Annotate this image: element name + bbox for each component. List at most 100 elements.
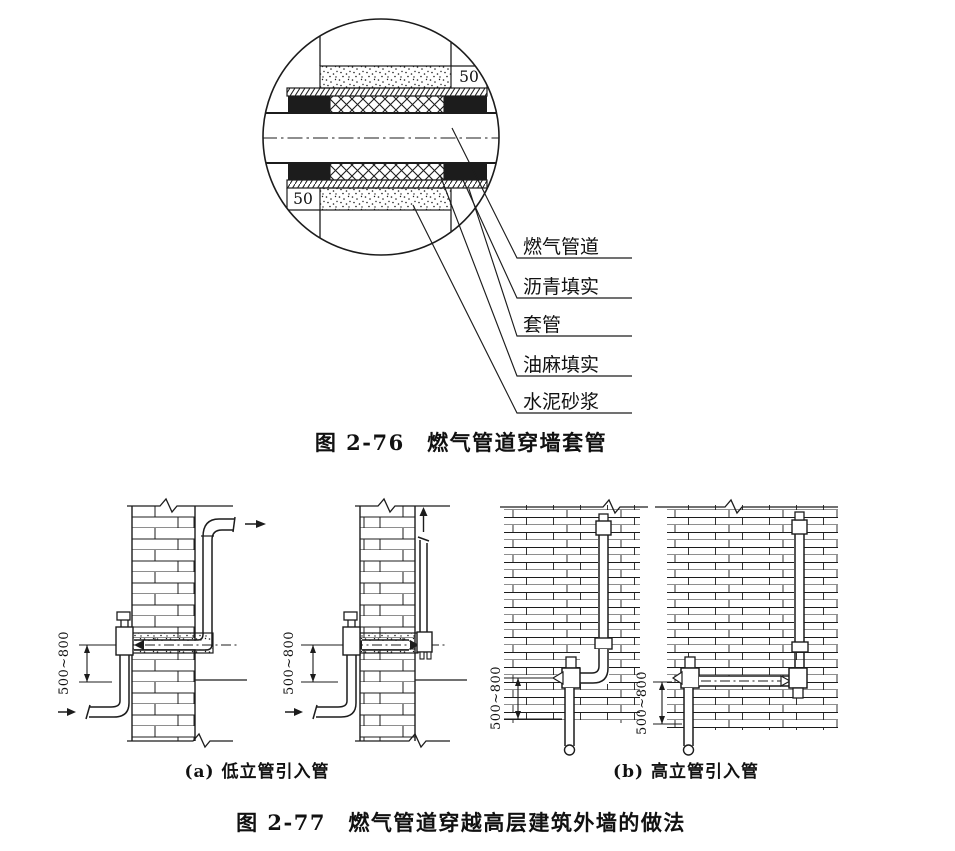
outdoor-pipe-outer — [89, 655, 130, 718]
tee-top-plug-left — [684, 656, 696, 669]
riser-top-fitting — [791, 519, 808, 535]
dim-50-bottom-lines — [286, 188, 320, 211]
detail-circle-content — [263, 19, 499, 255]
outdoor-pipe-outer — [316, 655, 357, 718]
sleeve-band-bottom — [286, 179, 488, 189]
tee-top-plug — [565, 656, 577, 669]
drop-pipe-mask — [684, 688, 693, 746]
inlet-cap — [85, 704, 91, 720]
dim-500-800-b1: 500~800 — [489, 666, 504, 730]
label-sleeve: 套管 — [523, 314, 561, 336]
figure-77-caption: 图 2-77 燃气管道穿越高层建筑外墙的做法 — [236, 810, 686, 835]
tee-body — [561, 667, 581, 689]
dim-arrow-up — [84, 645, 90, 653]
outlet-cap — [232, 516, 236, 533]
fig77-b2: 500~800 — [635, 498, 838, 756]
wall-section — [132, 506, 195, 741]
leader-lines — [412, 127, 632, 414]
standpipe-mask — [419, 540, 428, 632]
leader-asphalt — [462, 179, 632, 299]
dim-arrow-up — [310, 645, 316, 653]
dim-500-800-b2: 500~800 — [635, 671, 650, 735]
dim-500-800-a1: 500~800 — [57, 631, 72, 695]
flange-bolt-right — [426, 651, 432, 660]
cement-mortar-band-top — [319, 65, 452, 89]
riser-mask — [598, 535, 608, 639]
wall-edges — [131, 506, 196, 741]
fig77-b1: 500~800 — [489, 498, 648, 756]
asphalt-fill-top-right — [444, 96, 487, 113]
wall-break-bottom — [355, 732, 450, 749]
flange-bolt-left — [419, 651, 425, 660]
fig77-a2: 500~800 — [282, 497, 467, 749]
leader-gas-pipeline — [451, 127, 632, 259]
riser-lines — [598, 535, 609, 638]
drop-pipe-lines — [564, 688, 575, 746]
inlet-cap — [312, 704, 318, 720]
flow-arrow-out-head — [256, 520, 266, 528]
drop-pipe-mask — [565, 688, 574, 746]
dim-500-800-a2: 500~800 — [282, 631, 297, 695]
asphalt-fill-top-left — [288, 96, 330, 113]
flow-arrow-in-head — [67, 708, 76, 716]
outdoor-pipe-inner — [89, 655, 121, 708]
figure-76: 50 50 燃气管道 沥青填实 套管 油麻填实 水泥砂浆 图 2-76 燃气管道… — [262, 18, 632, 455]
flow-arrow-in-head — [294, 708, 303, 716]
label-cement-mortar: 水泥砂浆 — [523, 391, 599, 413]
standpipe-base-fitting — [416, 631, 433, 653]
wall-break-bottom — [127, 732, 233, 749]
elbow-mask — [580, 649, 609, 684]
weld-arrow-right-tee — [780, 674, 792, 688]
leader-oakum — [439, 174, 632, 377]
drop-pipe-end-cap — [682, 744, 695, 756]
outdoor-pipe-inner — [316, 655, 348, 708]
wall-elevation — [667, 505, 838, 730]
indoor-pipe-inner — [134, 529, 233, 651]
wall-break-top — [355, 497, 450, 514]
elbow-outer — [579, 649, 609, 684]
fitting-neck — [120, 620, 129, 627]
standpipe-lines — [419, 540, 428, 632]
tee-branch-arrow — [551, 670, 564, 686]
label-oakum-fill: 油麻填实 — [523, 354, 599, 376]
tee-body-right — [788, 667, 808, 689]
drop-pipe-lines — [683, 688, 694, 746]
dim-arrow-down — [310, 674, 316, 682]
standpipe-open-cap — [417, 536, 430, 542]
dim-arrow-down — [84, 674, 90, 682]
tee-body-left — [680, 667, 700, 689]
horizontal-pipe-lines — [699, 675, 789, 687]
figure-76-caption: 图 2-76 燃气管道穿墙套管 — [315, 430, 607, 455]
detail-circle — [262, 18, 500, 256]
sleeve-band-top — [286, 87, 488, 97]
dim-arrow-down — [659, 716, 665, 724]
figure-77: 500~800 — [57, 497, 838, 835]
fitting-body — [115, 626, 134, 656]
riser-mask — [794, 534, 804, 642]
label-asphalt-fill: 沥青填实 — [523, 276, 599, 298]
wall-edges — [359, 506, 416, 741]
fig77-a1: 500~800 — [57, 497, 266, 749]
label-gas-pipeline: 燃气管道 — [523, 236, 599, 258]
riser-coupling — [791, 641, 809, 653]
riser-top-cap — [794, 511, 805, 521]
riser-lines — [794, 534, 805, 668]
caption-sub-b: (b) 高立管引入管 — [613, 761, 759, 782]
dim-50-top-right: 50 — [459, 68, 479, 86]
riser-coupling — [594, 637, 613, 650]
weld-arrow-left — [134, 640, 144, 650]
oakum-fill-bottom — [329, 162, 445, 181]
dim-arrow-down — [515, 711, 521, 719]
wall-break-top — [127, 497, 233, 514]
dimension-lines — [301, 644, 343, 683]
gas-pipe-outline — [263, 112, 499, 164]
leader-cement-mortar — [412, 204, 632, 414]
through-pipe-lines — [362, 639, 409, 651]
wall-break-top — [655, 498, 838, 515]
dimension-lines — [79, 644, 116, 683]
oakum-fill-top — [329, 95, 445, 114]
asphalt-fill-bottom-left — [288, 163, 330, 180]
wall-break-top — [500, 498, 648, 515]
dim-50-bottom-left: 50 — [293, 190, 313, 208]
